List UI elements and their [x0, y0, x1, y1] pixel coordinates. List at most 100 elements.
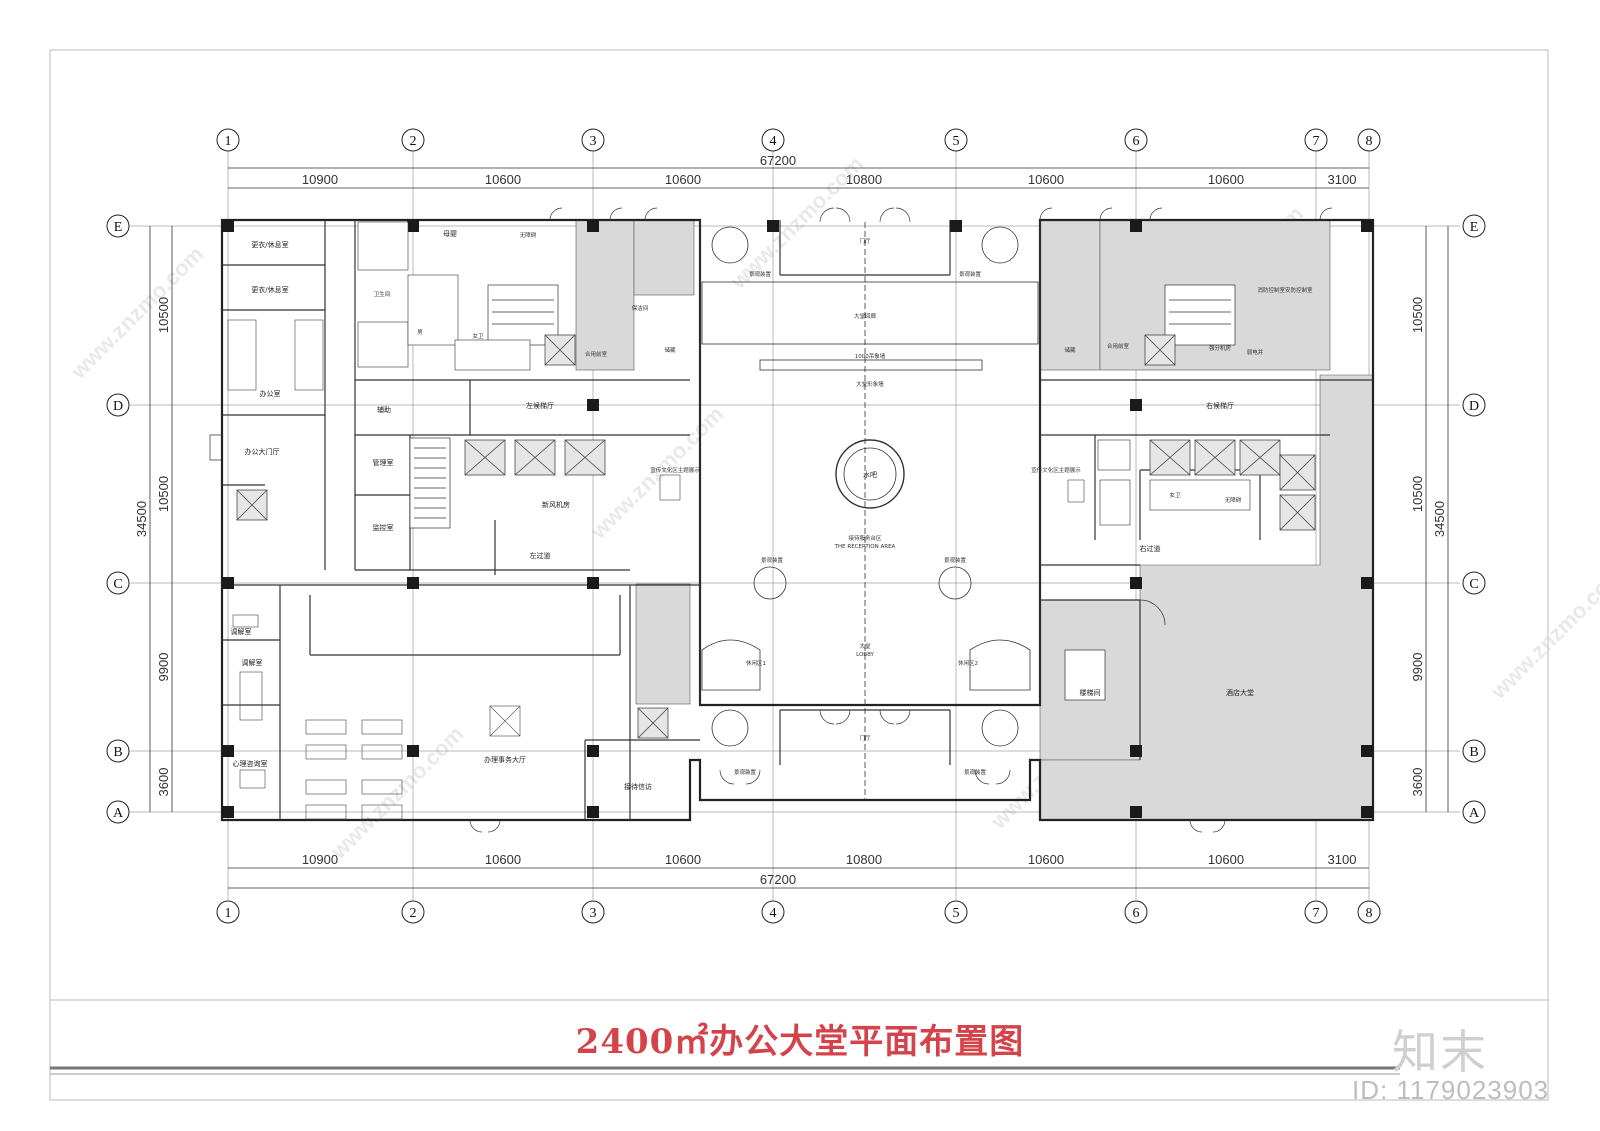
room-label: 强分机房	[1209, 344, 1232, 352]
room-label: 储藏	[1064, 346, 1076, 354]
room-label: 母婴	[443, 230, 457, 238]
top-total-dim: 67200	[760, 153, 796, 168]
axis-label: 3	[590, 134, 597, 149]
axis-label: C	[113, 577, 122, 592]
room-label: 景观装置	[944, 556, 967, 564]
right-dim: 3600	[1410, 768, 1425, 797]
axis-label: E	[1470, 220, 1479, 235]
room-label: 消防控制室安防控制室	[1257, 286, 1313, 294]
bottom-dim: 10800	[846, 852, 882, 867]
room-label: 休闲区2	[958, 659, 978, 667]
axis-label: 5	[953, 134, 960, 149]
axis-label: 8	[1366, 906, 1373, 921]
right-total-dim: 34500	[1432, 501, 1447, 537]
axis-label: 7	[1313, 134, 1320, 149]
axis-label: C	[1469, 577, 1478, 592]
side-dimension-chain	[149, 226, 1449, 812]
right-dim: 10500	[1410, 476, 1425, 512]
top-dim: 10600	[1208, 172, 1244, 187]
bottom-total-dim: 67200	[760, 872, 796, 887]
room-label: 景观装置	[964, 768, 987, 776]
interior-walls	[222, 220, 1373, 820]
room-label: 监控室	[373, 523, 394, 532]
room-label: 1000吊象墙	[855, 352, 886, 360]
room-label: 调解室	[242, 658, 263, 667]
room-label: 保洁间	[632, 304, 649, 312]
room-label: 左候梯厅	[526, 401, 554, 410]
room-label: 储藏	[664, 346, 676, 354]
top-dim: 3100	[1328, 172, 1357, 187]
room-label: 右候梯厅	[1206, 401, 1234, 410]
room-label: 无障碍	[520, 231, 537, 239]
axis-label: A	[113, 806, 124, 821]
bottom-dim: 10600	[1028, 852, 1064, 867]
bottom-dim: 10600	[485, 852, 521, 867]
axis-label: 7	[1313, 906, 1320, 921]
axis-label: 1	[225, 906, 232, 921]
room-label: 无障碍	[1225, 496, 1242, 504]
top-dim: 10900	[302, 172, 338, 187]
left-dim: 3600	[156, 768, 171, 797]
axis-label: 5	[953, 906, 960, 921]
axis-label: A	[1469, 806, 1480, 821]
room-label: 门厅	[859, 237, 871, 245]
axis-label: D	[1469, 399, 1479, 414]
room-label: 门厅	[859, 734, 871, 742]
room-label: 辅助	[377, 405, 391, 414]
axis-label: D	[113, 399, 123, 414]
bottom-dim: 10600	[1208, 852, 1244, 867]
stairs	[409, 284, 1236, 701]
bottom-dim: 10900	[302, 852, 338, 867]
room-label: 合用前室	[585, 350, 608, 358]
watermark: www.znzmo.com	[325, 721, 468, 864]
elevators	[236, 334, 1316, 739]
top-dimension-chain	[228, 167, 1369, 189]
top-dim: 10600	[485, 172, 521, 187]
left-dim: 10500	[156, 476, 171, 512]
room-label: 大堂回廊	[854, 312, 877, 320]
room-label: 大堂	[859, 642, 871, 650]
bottom-dim: 3100	[1328, 852, 1357, 867]
room-label: 宣传文化区主题展示	[650, 466, 700, 474]
top-dim: 10600	[665, 172, 701, 187]
axis-bubbles-sides	[106, 214, 1486, 824]
top-dim: 10800	[846, 172, 882, 187]
axis-label: 4	[770, 134, 777, 149]
drawing-title: 2400㎡办公大堂平面布置图	[575, 1022, 1025, 1062]
bottom-dimension-chain	[228, 867, 1369, 889]
room-label: 水吧	[863, 470, 877, 479]
room-label: 楼梯间	[1080, 688, 1101, 697]
building-outline	[220, 218, 1375, 822]
furniture	[227, 319, 1085, 820]
room-label: 办公大门厅	[245, 447, 280, 456]
left-dim: 10500	[156, 297, 171, 333]
room-label: 管理室	[373, 458, 394, 467]
room-label: 办公室	[260, 389, 281, 398]
top-dim: 10600	[1028, 172, 1064, 187]
room-label: 办理事务大厅	[484, 755, 526, 764]
axis-label: 8	[1366, 134, 1373, 149]
axis-label: B	[113, 745, 122, 760]
axis-label: 6	[1133, 906, 1140, 921]
room-label: 左过道	[530, 551, 551, 560]
shaded-zones	[575, 219, 1374, 821]
room-label: 男	[417, 329, 423, 336]
room-label: 右过道	[1140, 544, 1161, 553]
room-label: 酒店大堂	[1226, 688, 1254, 697]
room-label: 休闲区1	[746, 659, 766, 667]
bottom-dim: 10600	[665, 852, 701, 867]
room-label: 宣传文化区主题展示	[1031, 466, 1081, 474]
doors	[209, 207, 1333, 833]
room-label: 弱电井	[1247, 348, 1264, 356]
axis-bubbles-top	[216, 128, 1381, 152]
axis-label: 6	[1133, 134, 1140, 149]
room-label: 景观装置	[959, 270, 982, 278]
room-label: 卫生间	[374, 290, 391, 298]
brand-logo: 知末	[1392, 1025, 1488, 1079]
room-label: THE RECEPTION AREA	[834, 544, 896, 550]
room-label: 接待服务台区	[848, 534, 882, 542]
room-label: 女卫	[472, 332, 484, 340]
axis-bubbles-bottom	[216, 900, 1381, 924]
room-label: 调解室	[231, 627, 252, 636]
